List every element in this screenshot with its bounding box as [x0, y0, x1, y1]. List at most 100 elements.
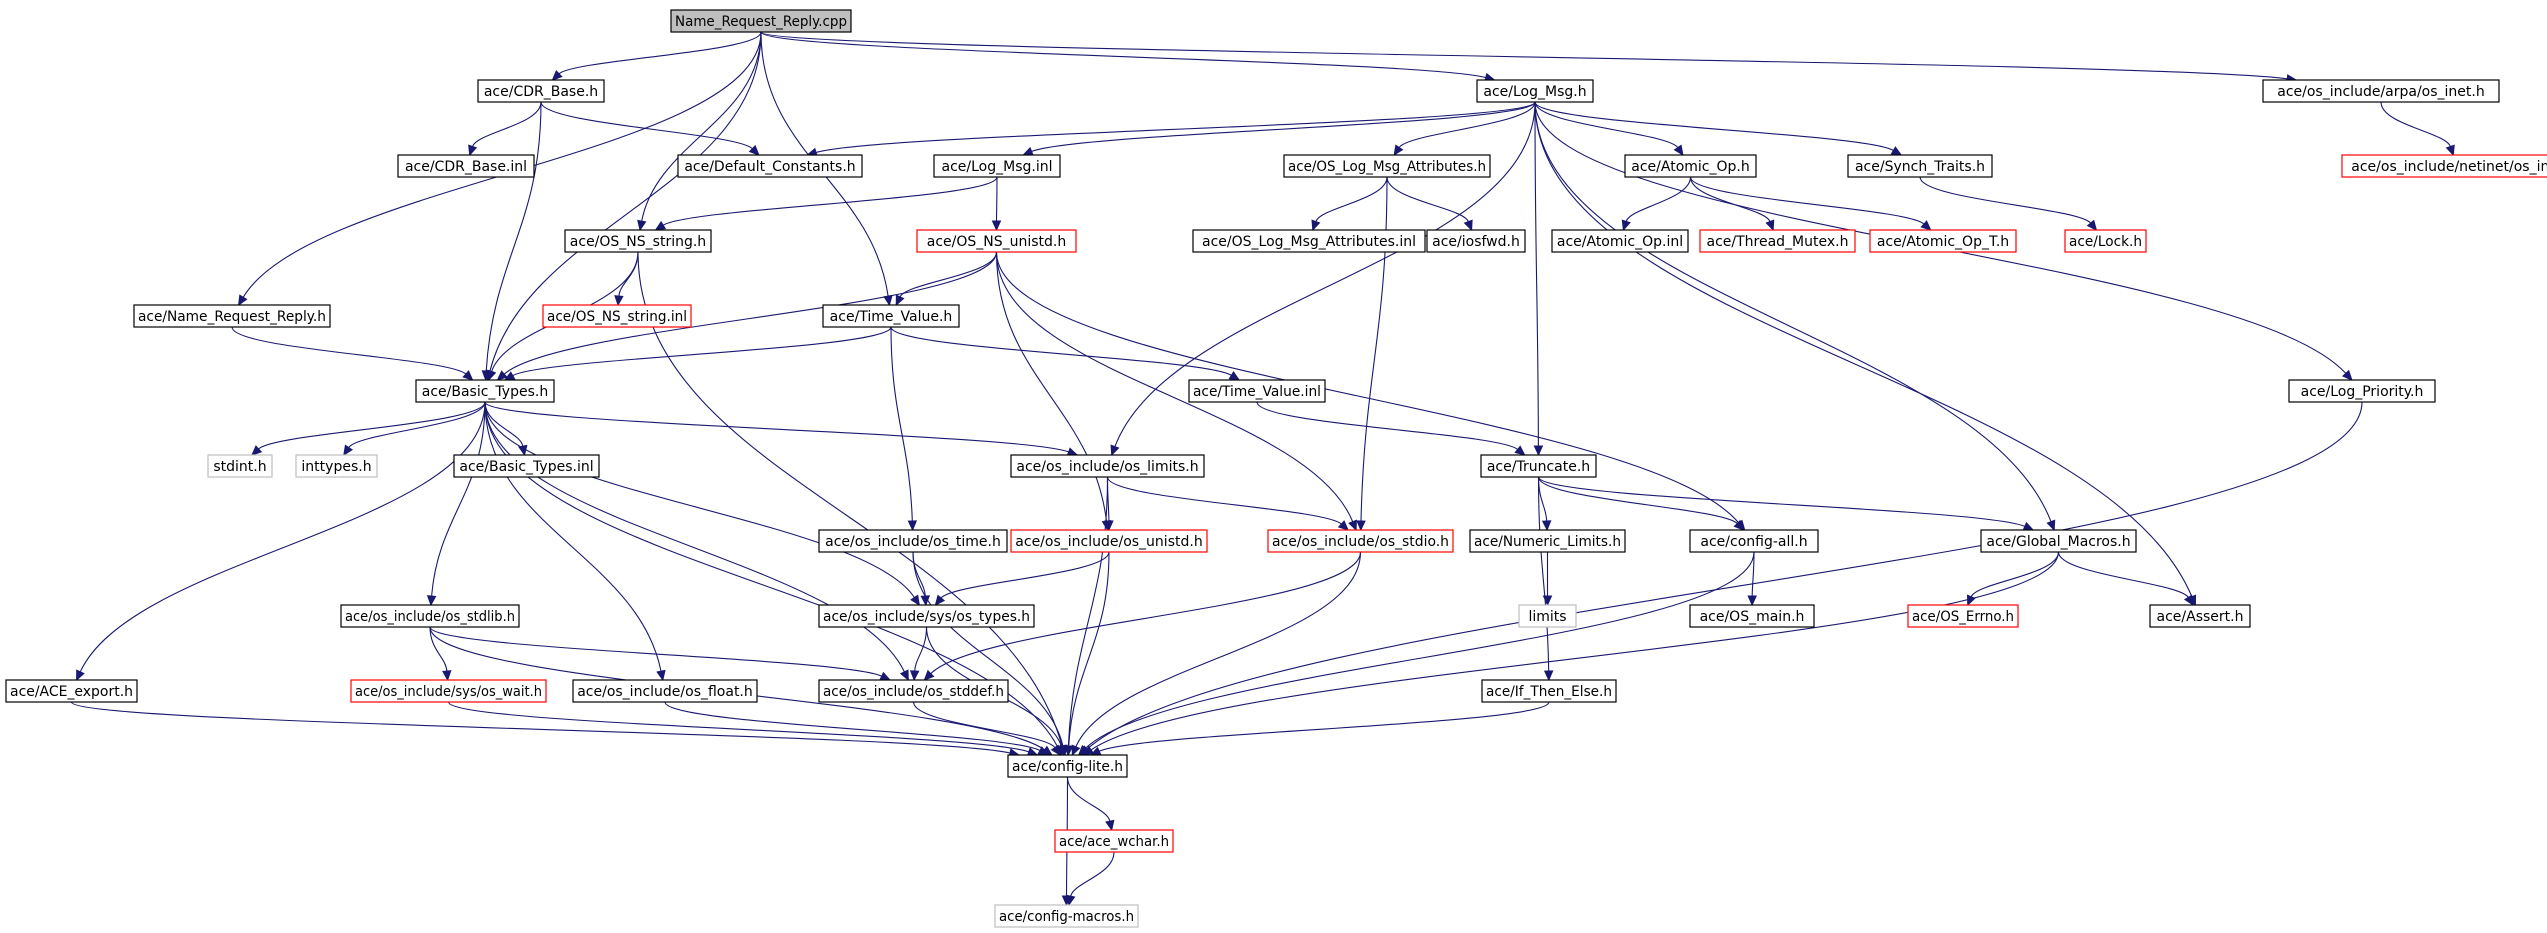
node-os-float-h[interactable]: ace/os_include/os_float.h [572, 679, 758, 703]
node-os-main-h[interactable]: ace/OS_main.h [1689, 604, 1815, 628]
node-label: ace/Time_Value.inl [1193, 384, 1321, 400]
node-os-wait-h[interactable]: ace/os_include/sys/os_wait.h [350, 679, 547, 703]
node-root[interactable]: Name_Request_Reply.cpp [670, 9, 852, 33]
edge-line [484, 401, 905, 673]
node-atomic-op-inl[interactable]: ace/Atomic_Op.inl [1551, 229, 1689, 253]
edge-config_all_h-to-os_main_h [1747, 551, 1757, 607]
edge-line [1534, 101, 1894, 151]
edge-line [1075, 551, 1362, 747]
node-label: ace/Atomic_Op_T.h [1877, 234, 2009, 250]
node-log-priority-h[interactable]: ace/Log_Priority.h [2288, 379, 2436, 403]
node-ace-wchar-h[interactable]: ace/ace_wchar.h [1054, 829, 1174, 853]
edge-log_msg_h-to-default_constants_h [806, 101, 1536, 157]
edge-name_request_reply_h-to-basic_types_h [231, 326, 474, 381]
edge-log_msg_h-to-synch_traits_h [1534, 101, 1903, 156]
node-label: ace/os_include/os_limits.h [1016, 459, 1198, 475]
node-os-ns-string-h[interactable]: ace/OS_NS_string.h [564, 229, 712, 253]
node-os-unistd-h[interactable]: ace/os_include/os_unistd.h [1010, 529, 1208, 553]
edge-line [431, 401, 486, 597]
node-atomic-op-h[interactable]: ace/Atomic_Op.h [1624, 154, 1757, 178]
node-config-all-h[interactable]: ace/config-all.h [1689, 529, 1819, 553]
node-inttypes-h[interactable]: inttypes.h [295, 454, 378, 478]
edge-line [1098, 701, 1550, 752]
edge-line [429, 626, 882, 677]
edge-line [348, 401, 486, 448]
edge-arrowhead [1765, 219, 1775, 232]
node-os-ns-unistd-h[interactable]: ace/OS_NS_unistd.h [916, 229, 1077, 253]
edge-log_msg_inl-to-os_ns_string_h [654, 176, 998, 231]
node-log-msg-h[interactable]: ace/Log_Msg.h [1476, 79, 1594, 103]
edge-line [1537, 476, 1550, 672]
node-os-time-h[interactable]: ace/os_include/os_time.h [818, 529, 1008, 553]
node-time-value-inl[interactable]: ace/Time_Value.inl [1188, 379, 1326, 403]
node-os-limits-h[interactable]: ace/os_include/os_limits.h [1010, 454, 1205, 478]
node-os-in-h[interactable]: ace/os_include/netinet/os_in.h [2341, 154, 2547, 178]
edge-time_value_h-to-basic_types_h [503, 326, 892, 381]
node-name-request-reply-h[interactable]: ace/Name_Request_Reply.h [133, 304, 331, 328]
edge-line [1689, 176, 1771, 222]
edge-line [1066, 776, 1111, 822]
node-label: ace/os_include/os_float.h [577, 684, 753, 700]
node-os-stdlib-h[interactable]: ace/os_include/os_stdlib.h [340, 604, 520, 628]
edge-arrowhead [251, 445, 263, 456]
node-synch-traits-h[interactable]: ace/Synch_Traits.h [1847, 154, 1993, 178]
node-if-then-else-h[interactable]: ace/If_Then_Else.h [1481, 679, 1617, 703]
node-label: ace/os_include/sys/os_wait.h [355, 684, 542, 700]
node-os-inet-h[interactable]: ace/os_include/arpa/os_inet.h [2262, 79, 2500, 103]
node-cdr-base-h[interactable]: ace/CDR_Base.h [477, 79, 605, 103]
node-ace-export-h[interactable]: ace/ACE_export.h [5, 679, 138, 703]
edge-os_unistd_h-to-config_lite_h [1063, 551, 1110, 757]
node-truncate-h[interactable]: ace/Truncate.h [1480, 454, 1597, 478]
node-config-lite-h[interactable]: ace/config-lite.h [1007, 754, 1128, 778]
node-stdint-h[interactable]: stdint.h [207, 454, 273, 478]
edge-log_msg_h-to-atomic_op_h [1534, 101, 1684, 157]
node-iosfwd-h[interactable]: ace/iosfwd.h [1426, 229, 1526, 253]
edge-arrowhead [1514, 445, 1526, 456]
edge-time_value_h-to-os_time_h [890, 326, 918, 532]
node-box [670, 9, 852, 33]
edge-line [512, 326, 892, 377]
node-cdr-base-inl[interactable]: ace/CDR_Base.inl [397, 154, 535, 178]
node-os-stddef-h[interactable]: ace/os_include/os_stddef.h [818, 679, 1009, 703]
edge-line [485, 101, 542, 372]
node-config-macros-h[interactable]: ace/config-macros.h [994, 904, 1139, 928]
node-basic-types-inl[interactable]: ace/Basic_Types.inl [453, 454, 600, 478]
node-label: inttypes.h [301, 459, 371, 475]
node-numeric-limits-h[interactable]: ace/Numeric_Limits.h [1469, 529, 1626, 553]
node-assert-h[interactable]: ace/Assert.h [2149, 604, 2251, 628]
node-thread-mutex-h[interactable]: ace/Thread_Mutex.h [1699, 229, 1856, 253]
edge-arrowhead [343, 444, 354, 457]
edge-root-to-cdr_base_h [551, 31, 762, 81]
node-os-log-msg-attr-h[interactable]: ace/OS_Log_Msg_Attributes.h [1283, 154, 1491, 178]
node-time-value-h[interactable]: ace/Time_Value.h [822, 304, 960, 328]
node-label: ace/Log_Msg.inl [942, 159, 1053, 175]
node-default-constants-h[interactable]: ace/Default_Constants.h [677, 154, 863, 178]
node-global-macros-h[interactable]: ace/Global_Macros.h [1980, 529, 2137, 553]
node-basic-types-h[interactable]: ace/Basic_Types.h [415, 379, 555, 403]
node-box [453, 454, 600, 478]
node-box [1010, 454, 1205, 478]
node-label: ace/OS_NS_unistd.h [927, 234, 1067, 250]
node-os-types-h[interactable]: ace/os_include/sys/os_types.h [818, 604, 1035, 628]
edge-arrowhead [1541, 520, 1552, 532]
edge-line [79, 401, 486, 673]
edge-arrowhead [1348, 519, 1357, 532]
node-log-msg-inl[interactable]: ace/Log_Msg.inl [933, 154, 1061, 178]
edge-line [890, 326, 913, 522]
node-label: ace/Basic_Types.inl [459, 459, 593, 475]
node-atomic-op-t-h[interactable]: ace/Atomic_Op_T.h [1869, 229, 2017, 253]
edge-arrowhead [1733, 519, 1745, 531]
node-lock-h[interactable]: ace/Lock.h [2064, 229, 2147, 253]
node-os-log-msg-attr-inl[interactable]: ace/OS_Log_Msg_Attributes.inl [1192, 229, 1426, 253]
edge-basic_types_h-to-os_float_h [484, 401, 666, 682]
edge-line [1067, 476, 1109, 747]
node-box [1699, 229, 1856, 253]
edge-line [899, 251, 998, 298]
node-os-stdio-h[interactable]: ace/os_include/os_stdio.h [1267, 529, 1454, 553]
edge-line [471, 101, 542, 147]
node-limits[interactable]: limits [1518, 604, 1577, 628]
node-os-ns-string-inl[interactable]: ace/OS_NS_string.inl [542, 304, 692, 328]
node-os-errno-h[interactable]: ace/OS_Errno.h [1907, 604, 2019, 628]
node-box [397, 154, 535, 178]
